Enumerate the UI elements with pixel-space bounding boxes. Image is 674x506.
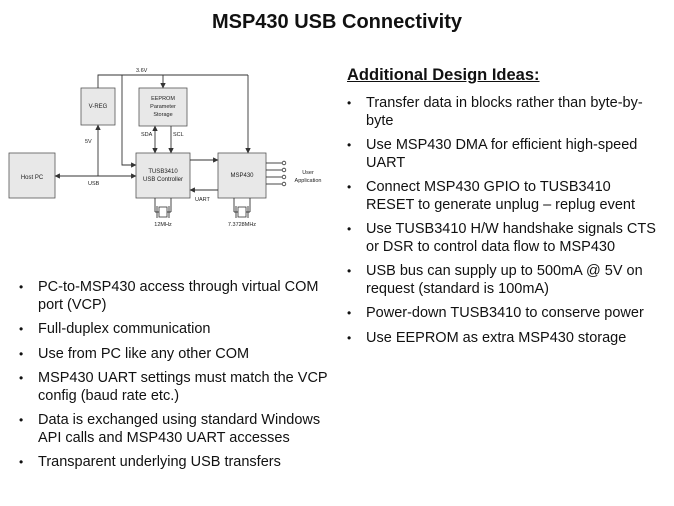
rail-3v6-label: 3.6V (136, 68, 148, 74)
bullet-icon: • (347, 330, 352, 345)
msp430-box (217, 152, 267, 199)
list-item: •MSP430 UART settings must match the VCP… (19, 370, 328, 404)
eeprom-box (138, 87, 188, 127)
design-ideas-heading: Additional Design Ideas: (347, 66, 540, 84)
list-item: •Use MSP430 DMA for efficient high-speed… (347, 137, 638, 171)
vreg-label: V-REG (89, 104, 108, 110)
label-usb: USB (88, 181, 100, 187)
list-item: •Full-duplex communication (19, 321, 211, 337)
list-item: •Transparent underlying USB transfers (19, 454, 281, 470)
bullet-icon: • (19, 322, 24, 336)
bullet-icon: • (347, 96, 352, 110)
page-title: MSP430 USB Connectivity (211, 11, 463, 33)
eeprom-label-1: EEPROM (151, 96, 175, 102)
bullet-icon: • (347, 306, 352, 320)
tusb3410-label-1: TUSB3410 (148, 169, 178, 175)
bullet-icon: • (19, 455, 24, 469)
bullet-icon: • (19, 346, 24, 361)
crystal-12mhz (154, 198, 172, 218)
eeprom-label-2: Parameter (150, 104, 176, 110)
features-panel: •PC-to-MSP430 access through virtual COM… (19, 279, 339, 479)
crystal-7-3728mhz (233, 198, 251, 218)
rail-3v6 (97, 74, 248, 88)
bullet-icon: • (19, 371, 24, 385)
bullet-icon: • (19, 413, 24, 427)
vreg-box (80, 87, 116, 126)
design-ideas-panel: Additional Design Ideas: •Transfer data … (347, 66, 659, 354)
msp430-label: MSP430 (230, 173, 254, 179)
bullet-icon: • (347, 222, 352, 236)
bullet-icon: • (347, 264, 352, 278)
label-scl: SCL (173, 132, 184, 138)
list-item: •Transfer data in blocks rather than byt… (347, 95, 643, 129)
tusb3410-box (135, 152, 191, 199)
tusb3410-label-2: USB Controller (143, 177, 183, 183)
host-pc-box (8, 152, 56, 199)
crystal-7-3728mhz-label: 7.3728MHz (228, 222, 256, 228)
features-list: •PC-to-MSP430 access through virtual COM… (19, 279, 339, 472)
design-ideas-list: •Transfer data in blocks rather than byt… (347, 95, 659, 347)
list-item: •Use TUSB3410 H/W handshake signals CTS … (347, 221, 656, 255)
label-user: User (302, 170, 314, 176)
label-uart: UART (195, 197, 211, 203)
host-pc-label: Host PC (21, 175, 44, 181)
list-item: •Connect MSP430 GPIO to TUSB3410 RESET t… (347, 179, 635, 213)
list-item: •PC-to-MSP430 access through virtual COM… (19, 279, 319, 313)
bullet-icon: • (19, 280, 24, 294)
list-item: •Data is exchanged using standard Window… (19, 412, 321, 446)
bullet-icon: • (347, 138, 352, 152)
list-item: •Power-down TUSB3410 to conserve power (347, 305, 644, 321)
list-item: •Use EEPROM as extra MSP430 storage (347, 329, 627, 346)
list-item: •Use from PC like any other COM (19, 345, 250, 362)
eeprom-label-3: Storage (153, 112, 172, 118)
list-item: •USB bus can supply up to 500mA @ 5V on … (347, 263, 643, 297)
label-5v: 5V (85, 139, 92, 145)
label-application: Application (295, 178, 322, 184)
crystal-12mhz-label: 12MHz (154, 222, 172, 228)
bullet-icon: • (347, 180, 352, 194)
label-sda: SDA (141, 132, 153, 138)
